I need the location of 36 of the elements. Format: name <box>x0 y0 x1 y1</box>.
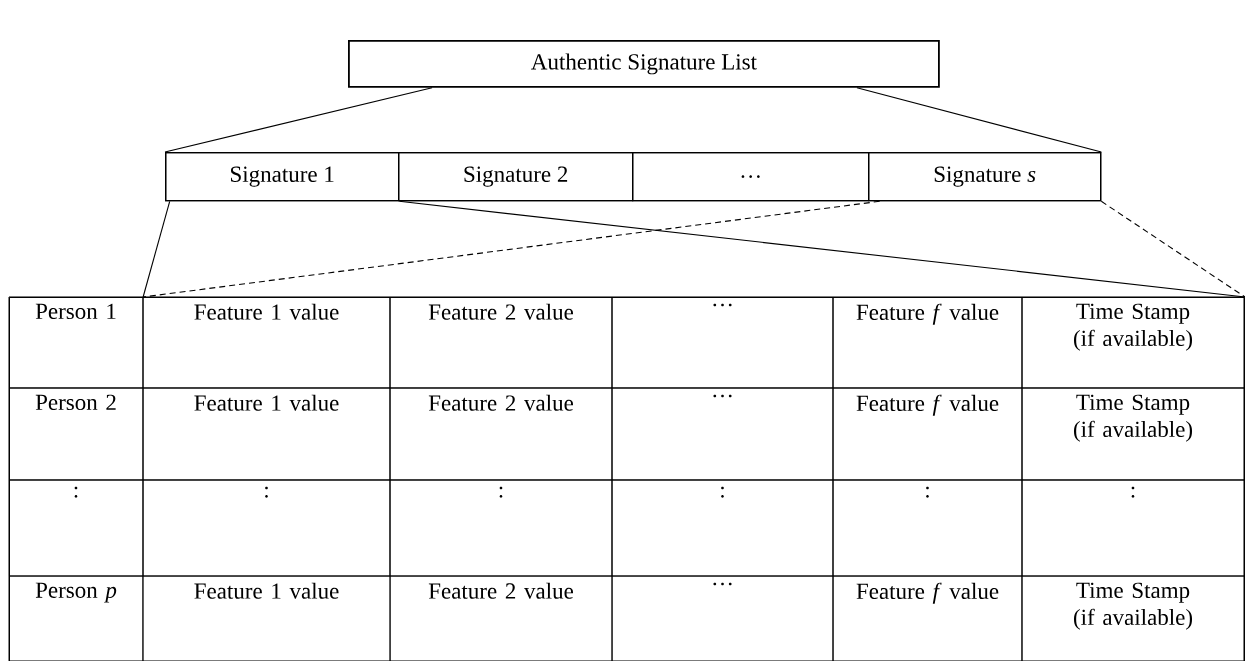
table-cell: : <box>832 479 1023 577</box>
connector-line <box>856 87 1102 153</box>
connector-line <box>164 87 433 153</box>
signature-cell: Signature 2 <box>398 152 634 202</box>
signature-cell: … <box>632 152 870 202</box>
table-cell: Feature 1 value <box>142 387 391 481</box>
table-cell: Time Stamp (if available) <box>1021 296 1245 389</box>
table-cell: Feature f value <box>832 575 1023 661</box>
table-cell: Feature 1 value <box>142 575 391 661</box>
table-cell: Person p <box>8 575 144 661</box>
table-cell: : <box>142 479 391 577</box>
connector-line <box>142 200 881 298</box>
connector-line <box>1100 200 1245 298</box>
table-cell: : <box>611 479 834 577</box>
table-cell: Feature 2 value <box>389 296 613 389</box>
table-cell: : <box>8 479 144 577</box>
table-cell: Feature f value <box>832 387 1023 481</box>
table-cell: Person 2 <box>8 387 144 481</box>
table-cell: … <box>611 387 834 481</box>
table-cell: Person 1 <box>8 296 144 389</box>
table-cell: Feature f value <box>832 296 1023 389</box>
table-cell: : <box>389 479 613 577</box>
connector-line <box>142 200 171 298</box>
table-cell: … <box>611 575 834 661</box>
table-cell: Feature 2 value <box>389 387 613 481</box>
table-cell: … <box>611 296 834 389</box>
table-cell: Time Stamp (if available) <box>1021 575 1245 661</box>
connector-line <box>398 200 1245 298</box>
title-box: Authentic Signature List <box>348 40 940 88</box>
table-cell: Feature 2 value <box>389 575 613 661</box>
table-cell: Time Stamp (if available) <box>1021 387 1245 481</box>
signature-cell: Signature 1 <box>165 152 400 202</box>
signature-cell: Signature s <box>868 152 1102 202</box>
table-cell: : <box>1021 479 1245 577</box>
table-cell: Feature 1 value <box>142 296 391 389</box>
data-table <box>9 297 1245 661</box>
